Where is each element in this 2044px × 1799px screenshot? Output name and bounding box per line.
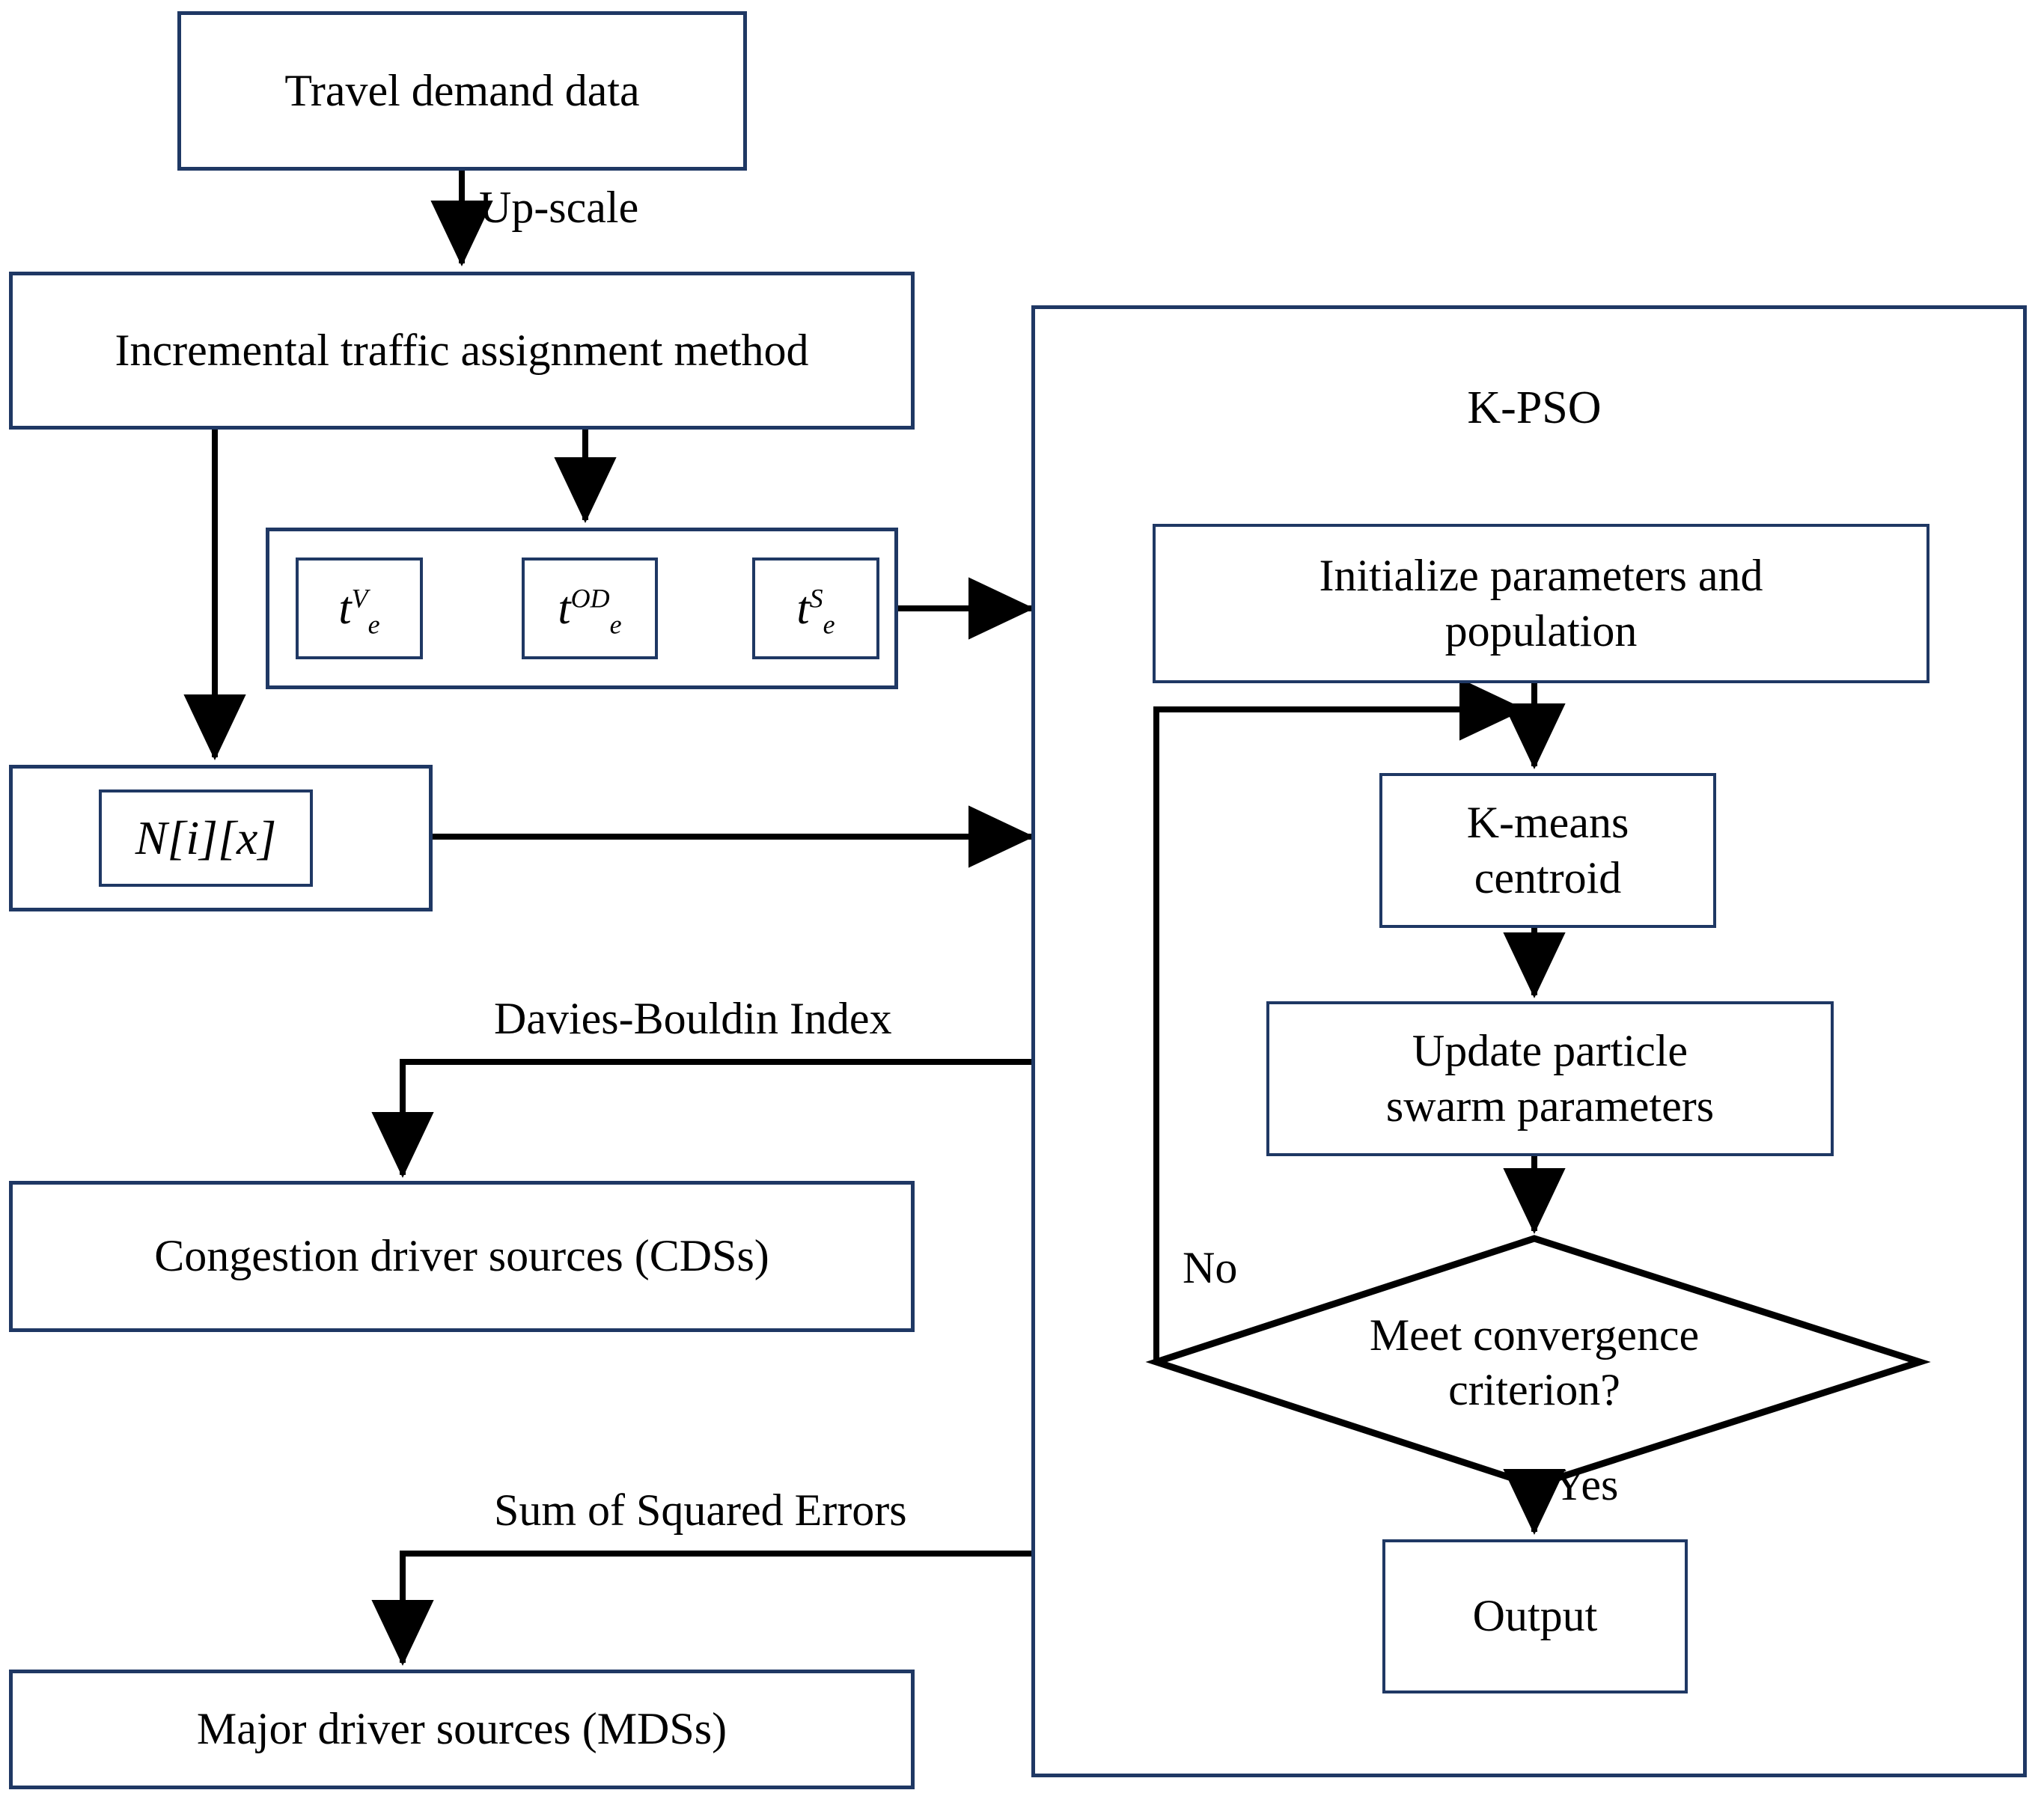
math-tod: tODe [558,582,622,639]
node-initialize-parameters-and-population[interactable]: Initialize parameters and population [1153,524,1929,683]
kpso-panel-title: K-PSO [1467,382,1602,433]
label-branch-no: No [1183,1243,1238,1292]
node-system-travel-time-ts[interactable]: tSe [752,558,879,659]
label-sum-of-squared-errors: Sum of Squared Errors [494,1485,907,1535]
math-tv: tVe [338,582,380,639]
arrow-dbi-to-cds [371,1059,1031,1178]
node-incremental-traffic-assignment-method[interactable]: Incremental traffic assignment method [9,272,915,430]
decision-label-meet-convergence-criterion: Meet convergence criterion? [1369,1310,1700,1415]
label-up-scale: Up-scale [479,183,639,232]
node-major-driver-sources[interactable]: Major driver sources (MDSs) [9,1670,915,1789]
node-update-particle-swarm-parameters[interactable]: Update particle swarm parameters [1266,1001,1834,1156]
label-branch-yes: Yes [1553,1460,1619,1509]
node-output[interactable]: Output [1382,1539,1688,1693]
node-kmeans-centroid[interactable]: K-means centroid [1379,773,1716,928]
arrow-no-feedback-loop [1153,678,1525,1362]
node-congestion-driver-sources[interactable]: Congestion driver sources (CDSs) [9,1181,915,1332]
node-od-travel-time-tod[interactable]: tODe [522,558,658,659]
node-travel-demand-data[interactable]: Travel demand data [177,11,747,171]
node-matrix-n-i-x[interactable]: N[i][x] [99,789,313,887]
kpso-panel [1031,305,2027,1777]
node-link-travel-time-tv[interactable]: tVe [296,558,423,659]
label-davies-bouldin-index: Davies-Bouldin Index [494,994,892,1043]
math-ts: tSe [796,582,835,639]
arrow-sse-to-mds [371,1551,1031,1666]
